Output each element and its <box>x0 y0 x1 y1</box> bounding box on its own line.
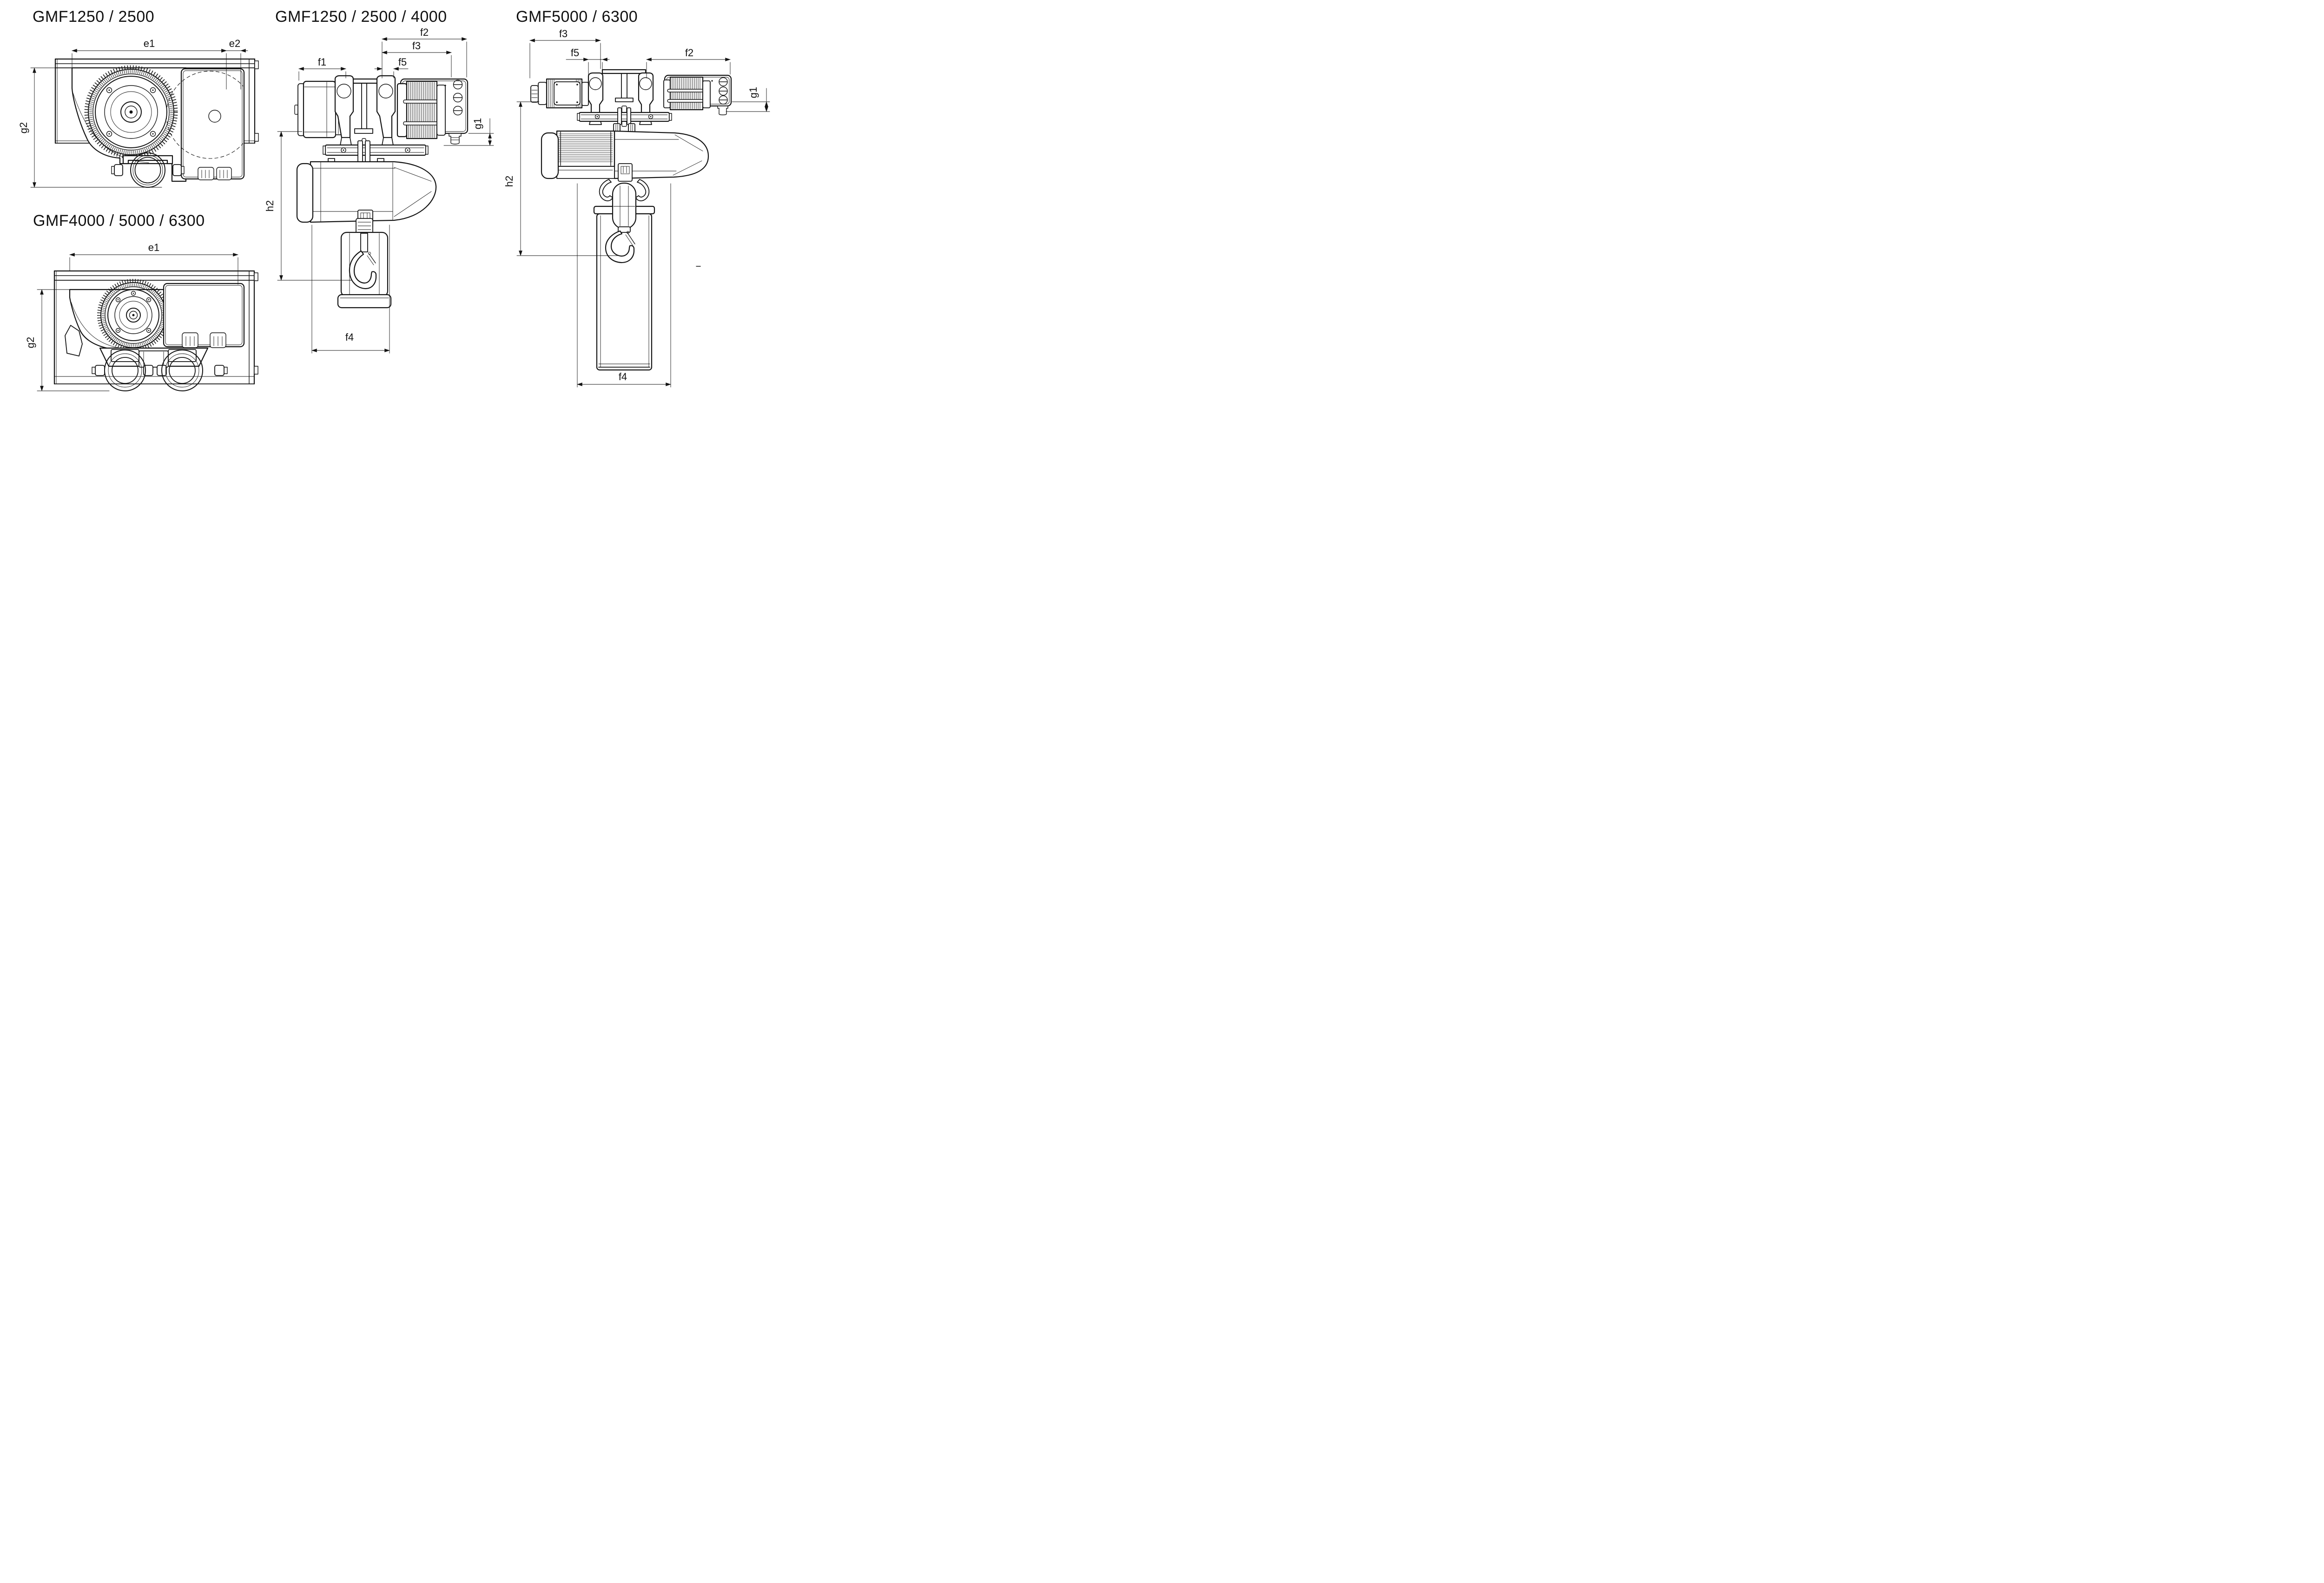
rail-end-tab <box>254 60 259 69</box>
cable-gland <box>717 106 728 115</box>
hook-block <box>605 182 637 264</box>
view-title: GMF5000 / 6300 <box>516 8 638 26</box>
dimension-label-g1: g1 <box>472 118 483 129</box>
foot-bracket <box>65 325 83 356</box>
view-title: GMF1250 / 2500 <box>33 8 154 26</box>
dimension-label-f3: f3 <box>412 40 421 52</box>
rail-end-tab <box>254 366 258 375</box>
view-gmf5000-6300: GMF5000 / 6300 <box>503 8 770 388</box>
view-gmf4000-5000-6300: GMF4000 / 5000 / 6300 <box>25 212 258 391</box>
dimension-f5: f5 <box>566 47 610 79</box>
trolley-bracket-right <box>376 75 396 148</box>
hoist-body <box>296 158 437 228</box>
dimension-label-f4: f4 <box>619 371 627 383</box>
hoist-housing <box>71 65 245 188</box>
load-hook <box>605 230 635 264</box>
dimension-label-f4: f4 <box>345 331 354 343</box>
dimension-label-h2: h2 <box>503 176 515 187</box>
trolley-bracket-left <box>334 75 354 148</box>
rail <box>53 270 258 385</box>
i-beam <box>601 69 647 102</box>
dimension-label-g2: g2 <box>25 337 36 348</box>
dimension-e1: e1 <box>69 242 238 285</box>
technical-drawing: GMF1250 / 2500 <box>18 8 770 391</box>
control-box <box>163 283 245 348</box>
dimension-f2: f2 <box>646 47 731 79</box>
dimension-f4: f4 <box>577 183 671 388</box>
dimension-e2: e2 <box>219 38 248 90</box>
hoist-housing <box>65 279 245 391</box>
rail-end-tab <box>254 272 258 281</box>
travel-motor <box>396 80 446 139</box>
dimension-g1: g1 <box>443 118 494 146</box>
motor-fins <box>408 82 435 138</box>
hook-block <box>337 218 392 309</box>
hoist-motor-fins <box>558 133 613 162</box>
double-hook-suspension <box>92 347 228 391</box>
view-gmf1250-2500-4000: GMF1250 / 2500 / 4000 <box>264 8 494 354</box>
dimension-f3: f3 <box>529 28 601 79</box>
suspension-claw-right <box>635 179 650 202</box>
view-title: GMF4000 / 5000 / 6300 <box>33 212 205 230</box>
dimension-label-f2: f2 <box>685 47 693 59</box>
dimension-g2: g2 <box>25 289 110 391</box>
suspension-crossbar <box>323 138 429 165</box>
dimension-label-g1: g1 <box>747 87 759 98</box>
cable-glands <box>182 332 226 348</box>
rail-end-tab <box>254 133 259 142</box>
dimension-f4: f4 <box>311 224 390 354</box>
dimension-label-f5: f5 <box>398 56 407 68</box>
hook-safety-latch <box>627 232 635 244</box>
hook-clamp-left <box>92 349 153 391</box>
dimension-label-f2: f2 <box>420 26 429 38</box>
dimension-label-e1: e1 <box>144 38 155 49</box>
dimension-e1: e1 <box>72 38 227 90</box>
dimension-f2: f2 <box>382 26 467 79</box>
hook-clamp-right <box>157 349 228 391</box>
dimension-f5: f5 <box>374 56 409 79</box>
travel-motor-right <box>663 76 711 111</box>
dimension-g1: g1 <box>726 87 770 112</box>
dimension-label-f3: f3 <box>559 28 568 40</box>
motor-fins <box>672 78 700 109</box>
suspension-claw-left <box>599 179 613 202</box>
control-box <box>166 68 245 180</box>
dimension-label-g2: g2 <box>18 122 29 133</box>
dimension-g2: g2 <box>18 67 162 188</box>
dimension-h2: h2 <box>264 131 352 281</box>
dimension-label-f5: f5 <box>571 47 579 59</box>
dimension-label-e1: e1 <box>148 242 159 253</box>
dimension-label-e2: e2 <box>229 38 240 49</box>
dimension-h2: h2 <box>503 101 621 256</box>
chain-guide <box>618 163 633 182</box>
dimension-f1: f1 <box>298 56 346 81</box>
view-title: GMF1250 / 2500 / 4000 <box>275 8 447 26</box>
dimension-f3: f3 <box>382 40 452 78</box>
hoist-body <box>541 130 709 202</box>
hidden-chain-wheel <box>166 71 243 159</box>
technical-drawing-page: GMF1250 / 2500 <box>0 0 783 396</box>
dimension-label-f1: f1 <box>318 56 326 68</box>
view-gmf1250-2500: GMF1250 / 2500 <box>18 8 259 188</box>
hook-safety-latch <box>369 253 376 264</box>
travel-motor-left <box>530 78 589 109</box>
cable-glands <box>198 167 232 180</box>
suspension-crossbar <box>577 106 672 132</box>
hook-suspension-clamp <box>111 152 185 188</box>
load-hook <box>349 233 377 290</box>
dimension-label-h2: h2 <box>264 200 276 211</box>
cable-gland <box>449 133 462 145</box>
